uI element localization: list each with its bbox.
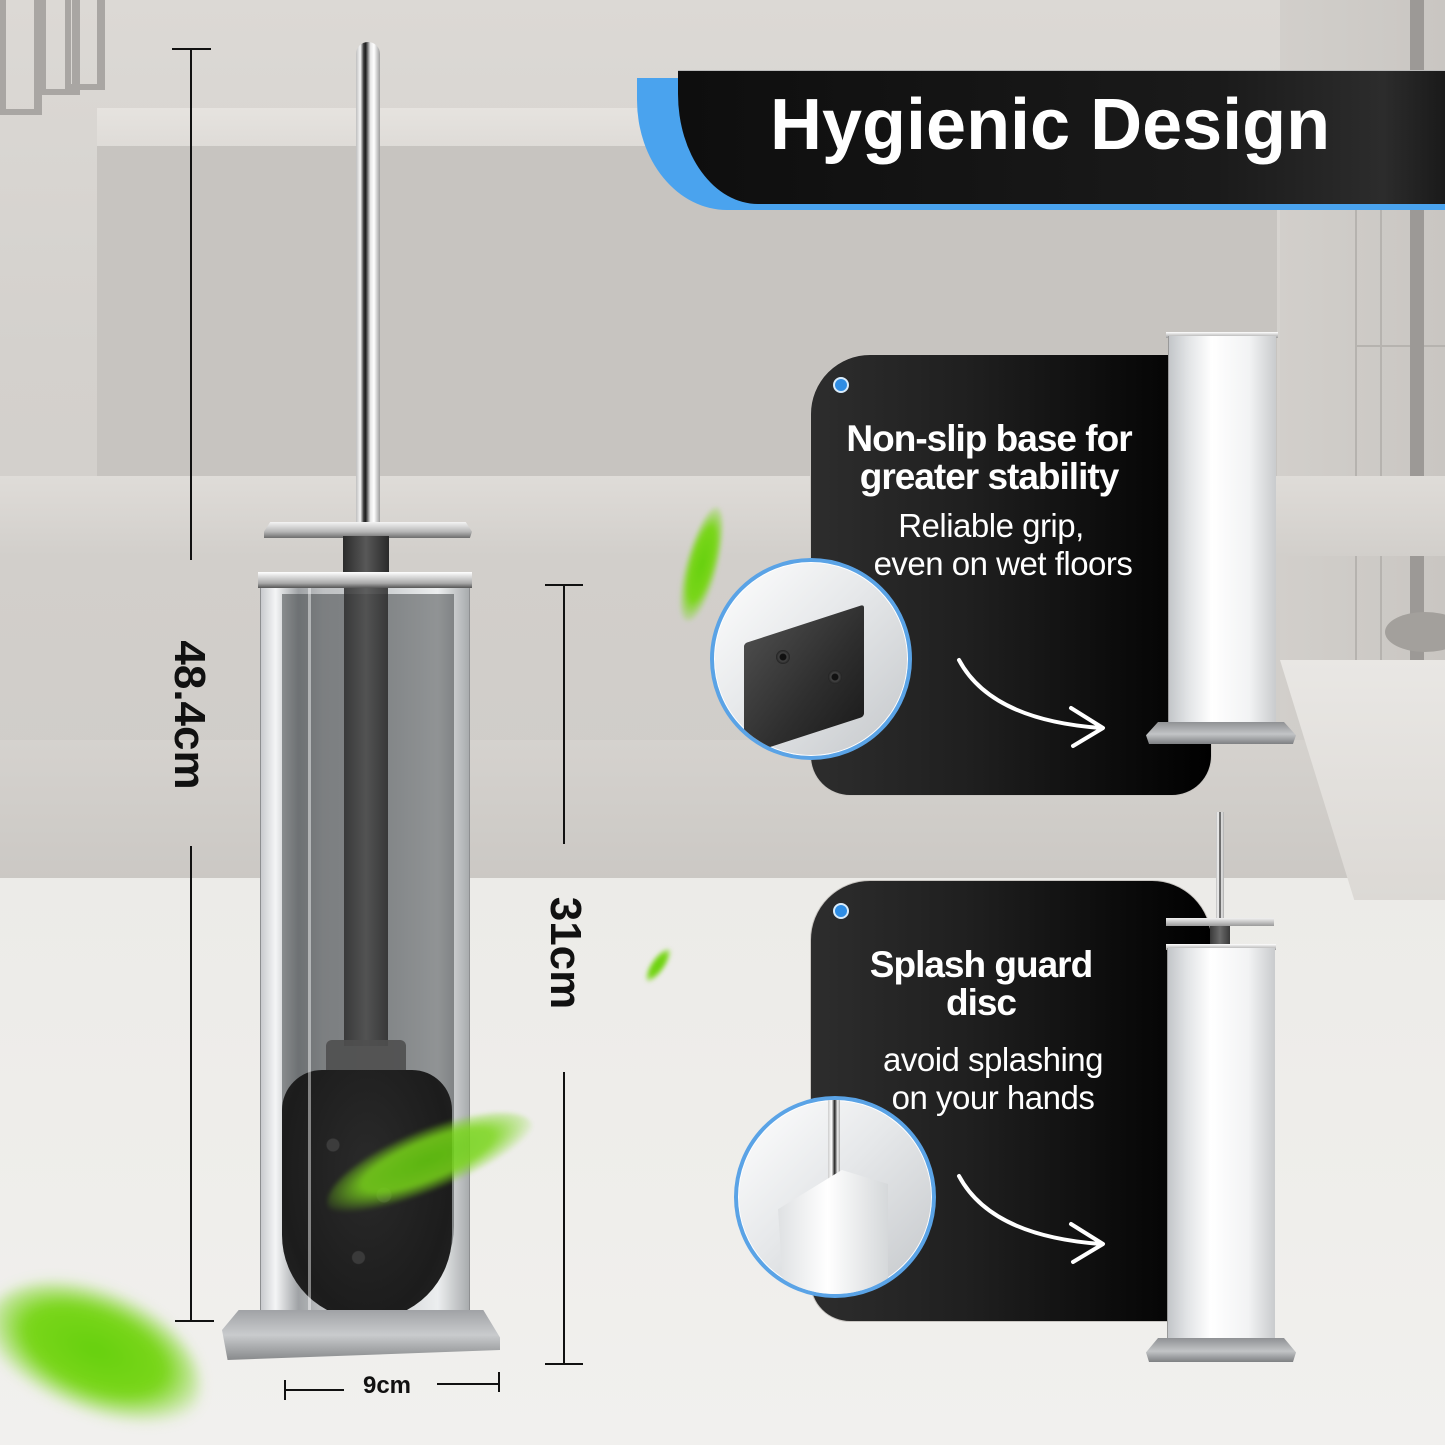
dimension-label-width: 9cm [362,1372,412,1399]
dimension-line-holder-height-upper [563,584,565,844]
background-wall-frame [40,0,80,95]
dimension-line-width-right-cap [498,1372,500,1392]
dimension-line-total-height-upper [190,48,192,560]
feature-subtitle-line: on your hands [891,1079,1095,1116]
dimension-line-width-left [284,1389,344,1391]
non-slip-base-closeup-image [710,558,912,760]
feature-title-line: disc [945,982,1017,1023]
background-tile-line [1380,210,1382,720]
page-title: Hygienic Design [770,85,1331,165]
side-product-body [1168,336,1276,726]
background-tile-line [1355,345,1445,347]
brush-holder-edge-highlight [308,588,311,1348]
dimension-line-holder-height-lower [563,1072,565,1364]
feature-title-line: Splash guard [869,944,1093,985]
side-product-base [1146,722,1296,744]
splash-guard-closeup-image [734,1096,936,1298]
background-shower-base [1385,612,1445,652]
curved-arrow-icon [957,1174,1105,1264]
background-tile-line [1355,210,1357,720]
feature-subtitle-line: Reliable grip, [898,507,1084,544]
curved-arrow-icon [957,658,1105,748]
background-wall-frame [65,0,105,90]
dimension-line-holder-height-bottom-cap [545,1363,583,1365]
rubber-base-plate [744,604,864,756]
side-product-disc [1166,918,1274,926]
side-product-body [1167,948,1275,1342]
dimension-label-total-height: 48.4cm [165,640,214,790]
side-product-neck [1210,926,1230,946]
feature-subtitle-line: even on wet floors [873,545,1133,582]
feature-subtitle-line: avoid splashing [883,1041,1104,1078]
feature-title-line: Non-slip base for [846,418,1132,459]
dimension-line-total-height-lower [190,846,192,1321]
dimension-line-total-height-bottom-cap [175,1320,214,1322]
dimension-label-holder-height: 31cm [541,896,590,1010]
brush-holder-top-rim [258,572,472,588]
screw-icon [776,650,790,664]
side-product-base [1146,1338,1296,1362]
brush-handle-neck [343,536,389,576]
dimension-line-width-right [437,1383,499,1385]
feature-title-line: greater stability [859,456,1120,497]
background-step [0,740,1445,880]
bullet-dot-icon [833,377,849,393]
brush-handle-inner [344,576,388,1046]
closeup-holder-body [778,1170,888,1294]
brush-holder-base-plate [222,1310,500,1360]
side-product-top [1166,944,1276,950]
screw-icon [828,670,842,684]
header-ribbon [678,70,1445,204]
splash-guard-disc [264,522,472,538]
side-product-rod [1216,812,1224,924]
brush-handle-rod [356,42,380,532]
side-product-top [1166,332,1278,338]
background-wall-frame [0,0,42,115]
bullet-dot-icon [833,903,849,919]
